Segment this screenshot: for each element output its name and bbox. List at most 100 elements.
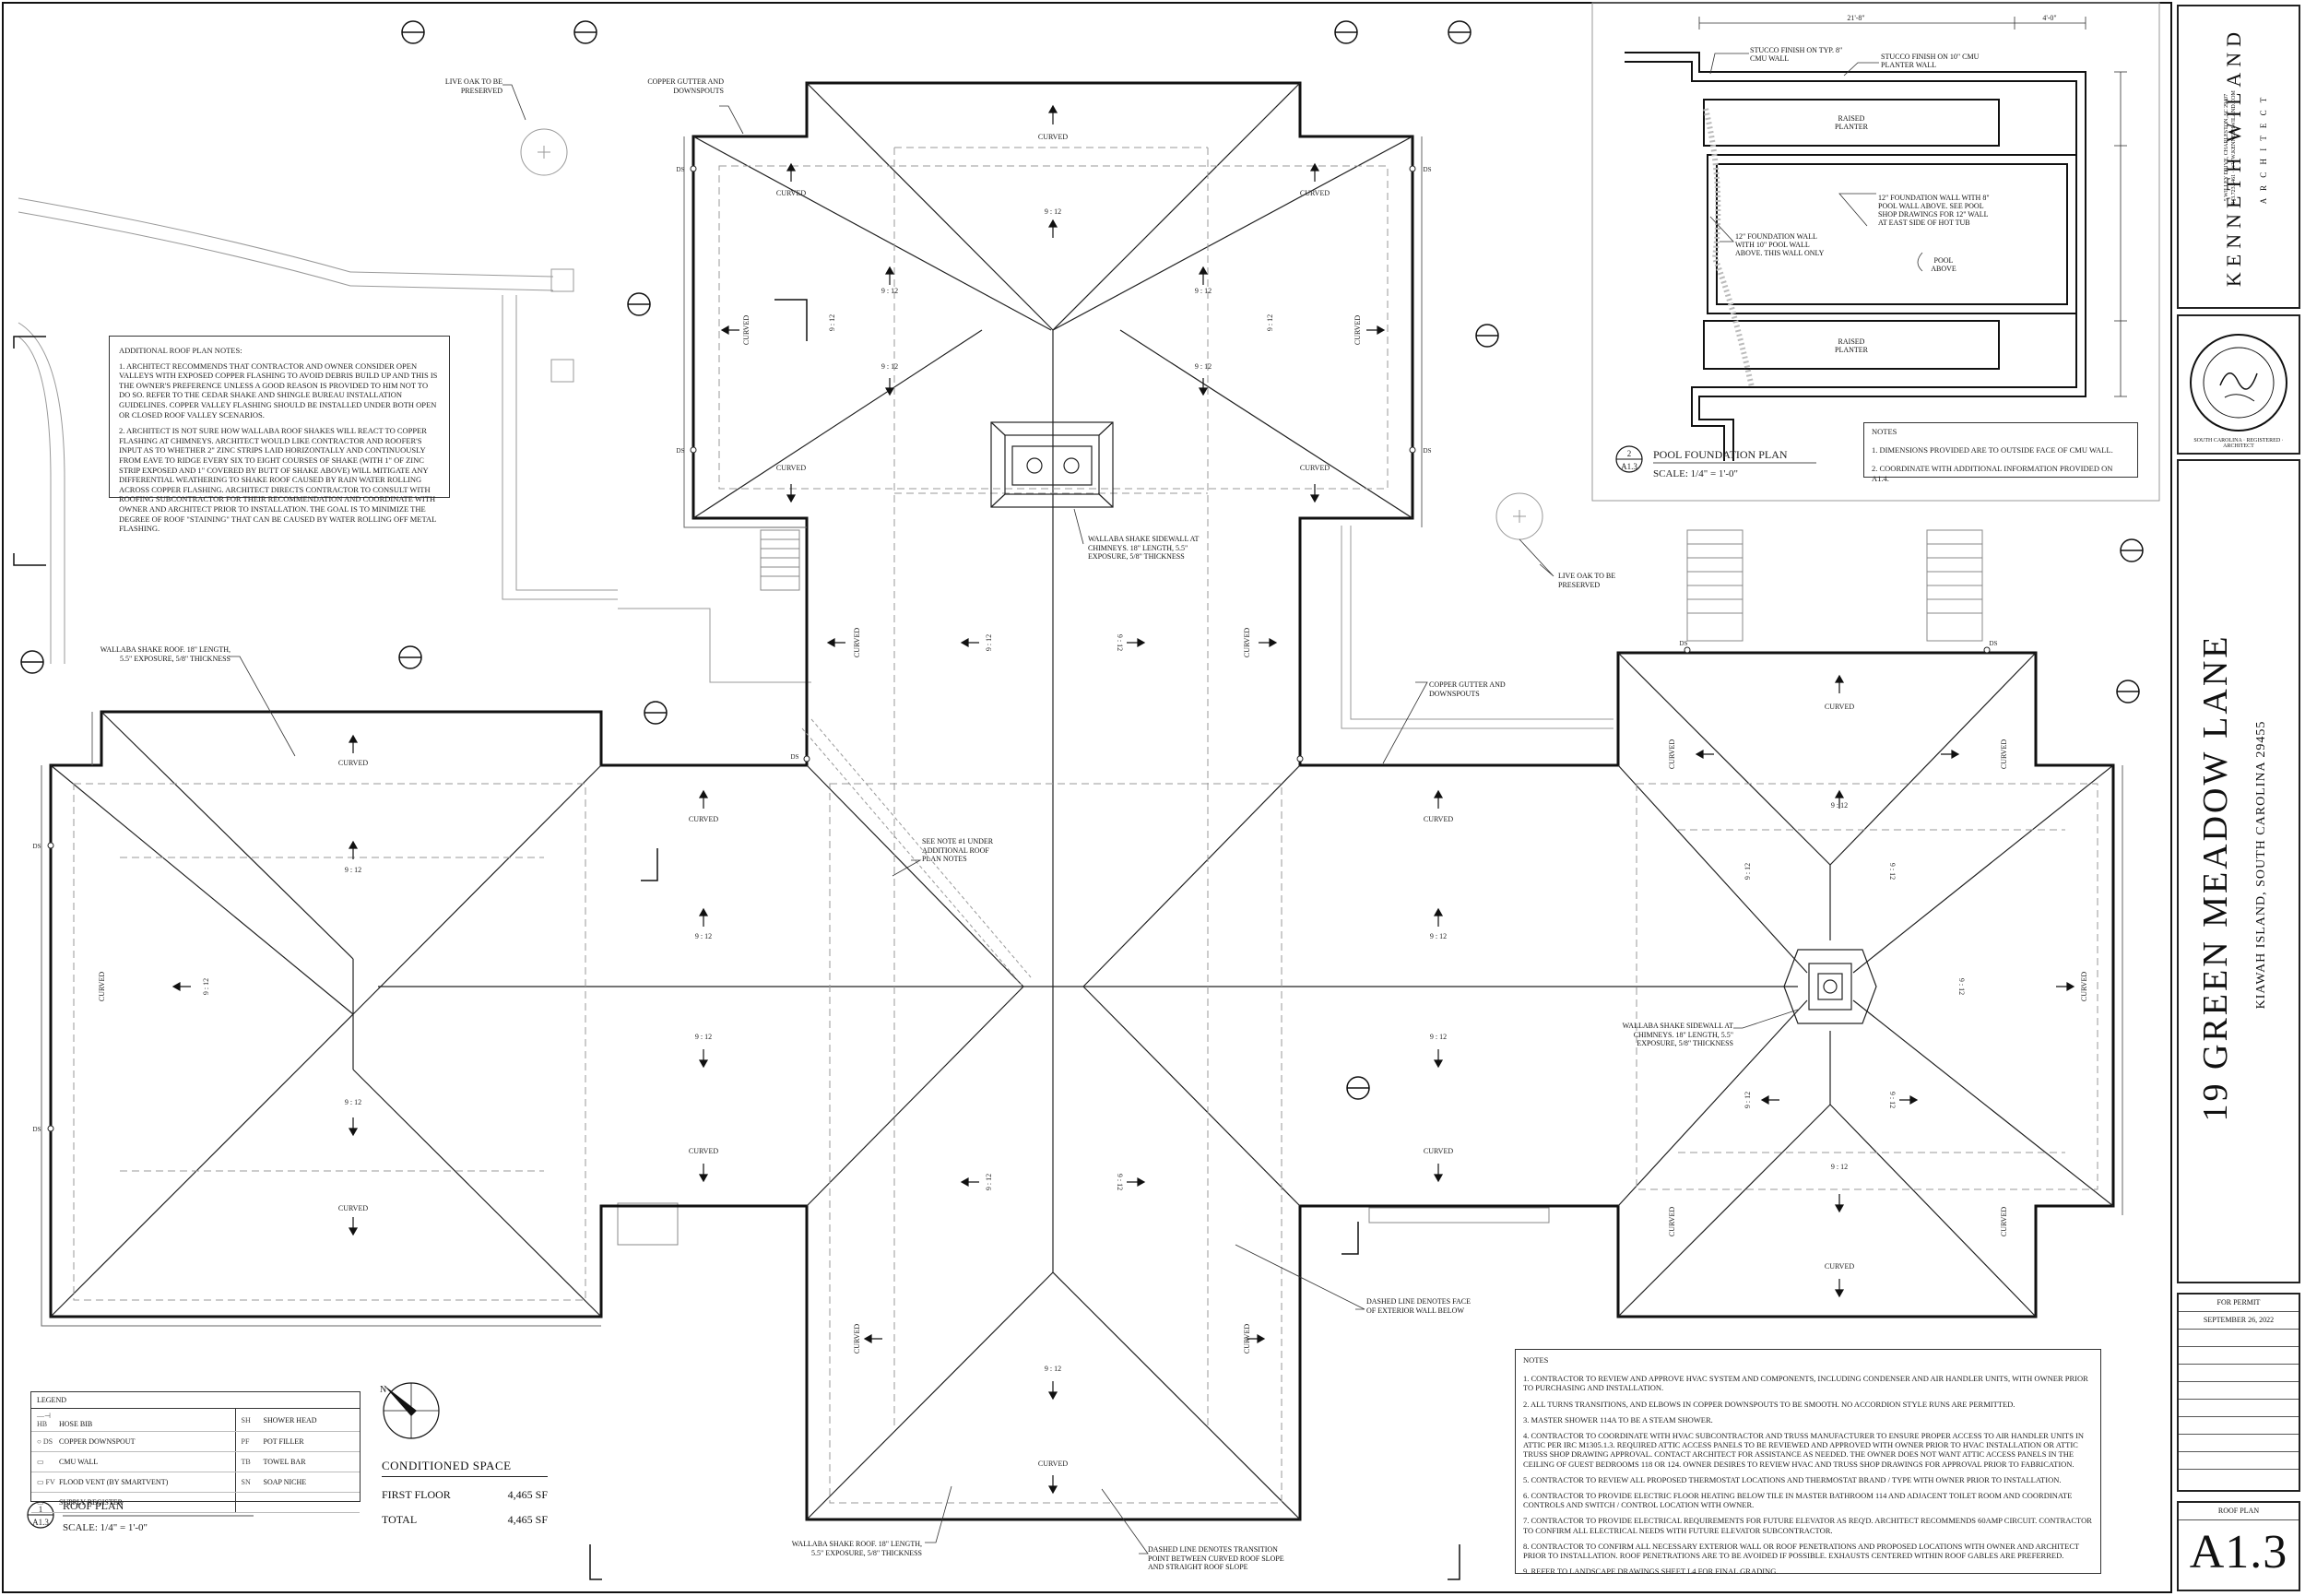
general-note-7: 7. CONTRACTOR TO PROVIDE ELECTRICAL REQU…: [1523, 1516, 2092, 1535]
callout-leaders: [229, 84, 1799, 1555]
revision-row: [2179, 1452, 2299, 1470]
slope-label: 9 : 12: [1045, 207, 1061, 216]
curved-label: CURVED: [1243, 1324, 1251, 1354]
pool-notes: NOTES 1. DIMENSIONS PROVIDED ARE TO OUTS…: [1863, 422, 2138, 483]
wallaba-chimney-note-right: WALLABA SHAKE SIDEWALL AT CHIMNEYS. 18" …: [1623, 1022, 1733, 1047]
legend-text: SUPPLY REGISTER: [59, 1498, 123, 1507]
slope-label: 9 : 12: [1116, 1174, 1124, 1190]
total-value: 4,465 SF: [507, 1513, 548, 1526]
callout-texts: LIVE OAK TO BE PRESERVED COPPER GUTTER A…: [100, 77, 1733, 1571]
revision-row: [2179, 1400, 2299, 1417]
slope-arrow: [348, 840, 359, 859]
legend-text: POT FILLER: [263, 1437, 304, 1446]
slope-label: 9 : 12: [1888, 1092, 1897, 1108]
slope-arrow: [1198, 378, 1209, 396]
slope-arrow: [698, 907, 709, 927]
wallaba-roof-note-bottom: WALLABA SHAKE ROOF. 18" LENGTH, 5.5" EXP…: [792, 1540, 922, 1557]
live-oak-note: LIVE OAK TO BE PRESERVED: [445, 77, 502, 95]
slope-label: 9 : 12: [1957, 978, 1966, 995]
slope-arrow: [1941, 749, 1960, 760]
curved-label: CURVED: [1424, 1147, 1453, 1155]
ds-label: DS: [33, 843, 41, 850]
slope-arrow: [1433, 789, 1444, 809]
legend-text: SHOWER HEAD: [263, 1415, 317, 1425]
curved-label: CURVED: [853, 1324, 861, 1354]
roof-outline: [49, 81, 2115, 1521]
curved-label: CURVED: [2000, 739, 2008, 769]
architect-block: KENNETH WILAND A R C H I T E C T 5 WILLE…: [2177, 5, 2300, 309]
curved-label: CURVED: [338, 759, 368, 767]
legend-row: ▭ SUPPLY REGISTER: [31, 1492, 360, 1513]
general-note-1: 1. CONTRACTOR TO REVIEW AND APPROVE HVAC…: [1523, 1374, 2088, 1393]
slope-arrow: [1127, 1176, 1146, 1188]
pool-view-sheet: A1.3: [1621, 462, 1637, 471]
pool-plan-scale: SCALE: 1/4" = 1'-0": [1653, 468, 1738, 479]
dashed-wall-note: DASHED LINE DENOTES FACE OF EXTERIOR WAL…: [1366, 1297, 1471, 1315]
supply-register-icon: ▭: [37, 1498, 44, 1507]
general-notes-heading: NOTES: [1523, 1355, 1549, 1365]
general-note-8: 8. CONTRACTOR TO CONFIRM ALL NECESSARY E…: [1523, 1541, 2080, 1561]
slope-label: 9 : 12: [1266, 314, 1274, 331]
gutter-lines: [41, 136, 2123, 1327]
sheet-name: ROOF PLAN: [2179, 1503, 2299, 1520]
tree-symbols: [520, 128, 1543, 540]
conditioned-space: CONDITIONED SPACE FIRST FLOOR 4,465 SF T…: [382, 1459, 548, 1538]
legend-text: HOSE BIB: [59, 1420, 93, 1428]
hose-bib-icon: —⊣ HB: [37, 1412, 51, 1428]
curved-label: CURVED: [1353, 315, 1362, 345]
foundation-12-note: 12" FOUNDATION WALL WITH 8" POOL WALL AB…: [1878, 194, 1990, 227]
slope-label: 9 : 12: [881, 287, 898, 295]
curved-label: CURVED: [338, 1204, 368, 1212]
ds-label: DS: [1990, 640, 1998, 647]
slope-arrow: [1834, 1194, 1845, 1213]
slope-arrow: [1760, 1094, 1779, 1105]
slope-label: 9 : 12: [695, 932, 712, 940]
sheet-border: [2, 2, 2172, 1593]
pool-plan-title: POOL FOUNDATION PLAN: [1653, 448, 1788, 461]
roof-plan-scale: SCALE: 1/4" = 1'-0": [63, 1522, 148, 1533]
roof-view-sheet: A1.3: [32, 1518, 49, 1527]
slope-arrow: [1047, 1381, 1058, 1401]
slope-arrow: [826, 637, 845, 648]
general-note-9: 9. REFER TO LANDSCAPE DRAWINGS SHEET L4 …: [1523, 1566, 1779, 1577]
curved-label: CURVED: [1825, 703, 1854, 711]
slope-label: 9 : 12: [1430, 932, 1447, 940]
slope-arrow: [1834, 789, 1845, 809]
slope-arrow: [698, 1164, 709, 1183]
slope-arrow: [1047, 1475, 1058, 1495]
curved-label: CURVED: [689, 815, 718, 823]
slope-arrow: [1834, 674, 1845, 693]
legend-symbol: PF: [241, 1437, 250, 1446]
cmu-wall-icon: ▭: [37, 1458, 44, 1466]
ds-label: DS: [33, 1126, 41, 1133]
additional-notes-heading: ADDITIONAL ROOF PLAN NOTES:: [119, 346, 242, 355]
project-location: KIAWAH ISLAND, SOUTH CAROLINA 29455: [2254, 720, 2268, 1010]
curved-label: CURVED: [853, 628, 861, 657]
general-notes: NOTES 1. CONTRACTOR TO REVIEW AND APPROV…: [1515, 1349, 2101, 1577]
curved-label: CURVED: [98, 972, 106, 1001]
curved-label: CURVED: [1243, 628, 1251, 657]
first-floor-row: FIRST FLOOR 4,465 SF: [382, 1488, 548, 1502]
pool-above-note: POOL ABOVE: [1931, 256, 1956, 273]
ds-label: DS: [677, 166, 685, 173]
curved-labels: CURVED CURVED CURVED CURVED CURVED CURVE…: [98, 133, 2088, 1468]
curved-label: CURVED: [1300, 189, 1330, 197]
slope-label: 9 : 12: [1831, 1163, 1848, 1171]
slope-arrow: [171, 981, 191, 992]
slope-arrow: [1127, 637, 1146, 648]
raised-planter-top: RAISED PLANTER: [1835, 114, 1868, 131]
legend-symbol: SN: [241, 1478, 251, 1486]
curved-label: CURVED: [2000, 1207, 2008, 1236]
curved-label: CURVED: [1300, 464, 1330, 472]
slope-label: 9 : 12: [1831, 801, 1848, 810]
revision-row: [2179, 1382, 2299, 1400]
pool-dim-side: 4'-0": [2042, 14, 2056, 22]
conditioned-space-heading: CONDITIONED SPACE: [382, 1459, 548, 1477]
slope-arrow: [786, 484, 797, 503]
general-note-2: 2. ALL TURNS TRANSITIONS, AND ELBOWS IN …: [1523, 1399, 2015, 1409]
slope-arrow: [1247, 1333, 1266, 1344]
legend-text: COPPER DOWNSPOUT: [59, 1437, 136, 1446]
curved-label: CURVED: [742, 315, 751, 345]
